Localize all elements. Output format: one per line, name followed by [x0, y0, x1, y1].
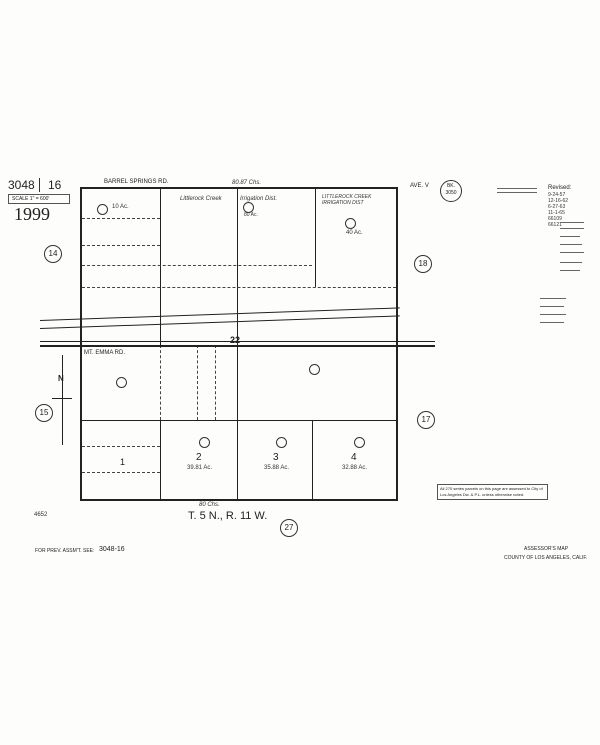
assessment-note: All 270 series parcels on this page are …	[437, 484, 548, 500]
revised-date: 6-27-63	[548, 204, 566, 210]
revised-date: 66109	[548, 216, 562, 222]
revision-scribble	[540, 306, 564, 307]
lot-number: 4	[351, 452, 357, 463]
lcid-label: LITTLEROCK CREEK IRRIGATION DIST	[322, 194, 372, 206]
dashed-line	[160, 345, 161, 420]
map-code: 4652	[34, 512, 48, 518]
north-arrow-tick	[52, 398, 72, 399]
parcel-circle	[354, 437, 365, 448]
lot-number: 1	[120, 457, 126, 467]
boundary-left	[80, 187, 82, 501]
creek-label: Littlerock Creek	[180, 196, 222, 202]
parcel-circle	[276, 437, 287, 448]
road-mt-emma: MT. EMMA RD.	[84, 350, 126, 356]
map-title: ASSESSOR'S MAP	[524, 546, 569, 552]
revision-scribble	[497, 188, 537, 189]
dashed-line	[82, 265, 312, 266]
irrigation-acres: 80 Ac.	[244, 212, 258, 218]
line	[160, 420, 161, 500]
section-27: 27	[280, 519, 298, 537]
line	[312, 420, 313, 500]
revised-dates: 9-24-57 12-16-62 6-27-63 11-1-65 66109 6…	[548, 192, 568, 228]
road-line	[39, 307, 400, 321]
section-18: 18	[414, 255, 432, 273]
revised-date: 11-1-65	[548, 210, 565, 216]
township-label: T. 5 N., R. 11 W.	[188, 510, 268, 522]
revision-scribble	[560, 222, 584, 223]
parcel-circle	[309, 364, 320, 375]
parcel-circle	[116, 377, 127, 388]
revised-date: 66121	[548, 222, 562, 228]
book-number: 3048	[8, 178, 40, 192]
parcel-area: 10 Ac.	[112, 204, 129, 210]
revision-scribble	[560, 262, 582, 263]
revision-scribble	[540, 314, 566, 315]
book-ref-circle: BK. 3050	[440, 180, 462, 202]
revised-date: 12-16-62	[548, 198, 569, 204]
revision-scribble	[540, 322, 564, 323]
lot-acres: 39.81 Ac.	[187, 465, 213, 471]
boundary-top	[80, 187, 397, 189]
dashed-line	[82, 472, 160, 473]
dashed-line	[82, 245, 160, 246]
revision-scribble	[560, 270, 580, 271]
road-barrel-springs: BARREL SPRINGS RD.	[104, 179, 169, 185]
county-label: COUNTY OF LOS ANGELES, CALIF.	[504, 555, 588, 561]
book-ref-number: 3050	[445, 190, 457, 196]
book-ref-label: BK.	[446, 183, 456, 189]
year: 1999	[14, 204, 50, 224]
scale-label: SCALE 1" = 600'	[8, 194, 70, 204]
top-distance: 80.87 Chs.	[232, 180, 262, 186]
parcel-circle	[345, 218, 356, 229]
page-number: 16	[48, 178, 62, 192]
bottom-distance: 80 Chs.	[199, 502, 220, 508]
road-number: 22	[230, 335, 241, 345]
lcid-acres: 40 Ac.	[346, 230, 363, 236]
parcel-circle	[199, 437, 210, 448]
dashed-line	[82, 218, 160, 219]
dashed-line	[82, 287, 396, 288]
boundary-bottom	[80, 499, 397, 501]
irrigation-label: Irrigation Dist.	[240, 196, 278, 202]
lot-number: 2	[196, 452, 202, 463]
line	[160, 187, 161, 345]
north-label: N	[58, 374, 64, 383]
dashed-line	[197, 345, 198, 420]
lot-acres: 35.88 Ac.	[264, 465, 290, 471]
section-17: 17	[417, 411, 435, 429]
lot-acres: 32.88 Ac.	[342, 465, 368, 471]
road-line	[40, 345, 435, 347]
line	[237, 187, 238, 500]
revised-date: 9-24-57	[548, 192, 566, 198]
section-14: 14	[44, 245, 62, 263]
north-arrow-icon	[62, 355, 63, 445]
dashed-line	[215, 345, 216, 420]
parcel-circle	[243, 202, 254, 213]
prev-assessment-label: FOR PREV. ASSM'T. SEE:	[35, 548, 95, 554]
revision-scribble	[560, 236, 580, 237]
revised-label: Revised:	[548, 185, 572, 191]
road-ave-v: AVE. V	[410, 183, 429, 189]
line	[80, 420, 397, 421]
prev-assessment-value: 3048-16	[99, 546, 125, 553]
dashed-line	[82, 446, 160, 447]
revision-scribble	[560, 252, 584, 253]
revision-scribble	[540, 298, 566, 299]
parcel-circle	[97, 204, 108, 215]
line	[315, 187, 316, 287]
revision-scribble	[560, 244, 582, 245]
lot-number: 3	[273, 452, 279, 463]
revision-scribble	[497, 192, 537, 193]
boundary-right	[396, 187, 398, 501]
revision-scribble	[560, 228, 584, 229]
section-15: 15	[35, 404, 53, 422]
road-line	[40, 341, 435, 342]
